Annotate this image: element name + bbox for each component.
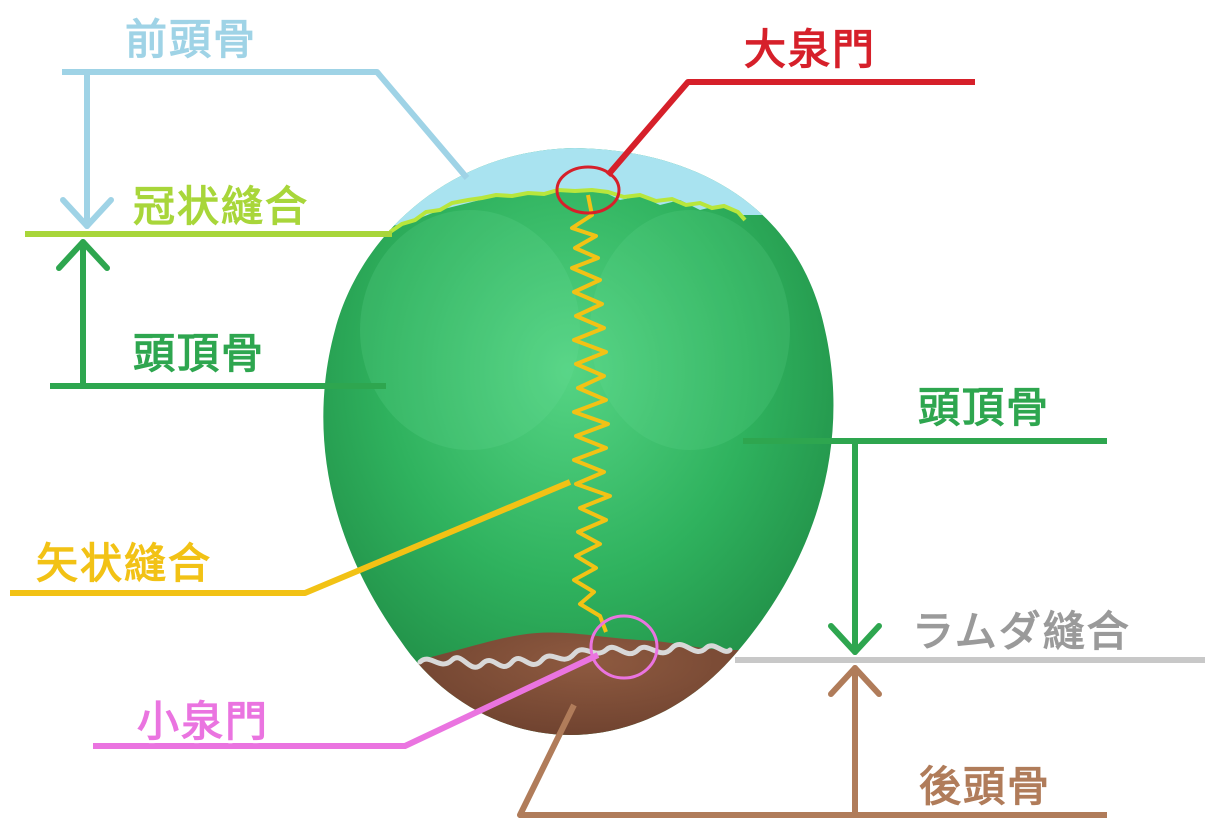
coronal-suture-line [388, 187, 747, 234]
parietal-right-down-arrow [828, 440, 882, 655]
occipital-bone-region [380, 632, 800, 735]
sagittal-suture-line [570, 194, 612, 633]
anterior-fontanelle-circle [555, 165, 621, 215]
parietal-bone-region [323, 148, 834, 735]
parietal-left-up-arrow [56, 239, 110, 387]
posterior-fontanelle-label: 小泉門 [137, 697, 269, 746]
sagittal-suture-label: 矢状縫合 [36, 539, 212, 588]
parietal-right-label: 頭頂骨 [918, 383, 1050, 432]
occipital-up-arrow [828, 665, 882, 816]
frontal-leader-line [62, 69, 470, 180]
parietal-left-label: 頭頂骨 [133, 329, 265, 378]
anterior-fontanelle-leader-line [605, 79, 975, 177]
occipital-label: 後頭骨 [919, 762, 1051, 811]
frontal-label: 前頭骨 [125, 15, 257, 64]
anterior-fontanelle-label: 大泉門 [744, 25, 876, 74]
posterior-fontanelle-leader-line [93, 652, 600, 749]
posterior-fontanelle-circle [589, 614, 659, 680]
lambdoid-suture-label: ラムダ縫合 [912, 607, 1131, 656]
lambdoid-suture-line [417, 642, 733, 670]
frontal-down-arrow [60, 71, 114, 229]
sagittal-suture-leader-line [10, 479, 572, 596]
coronal-suture-label: 冠状縫合 [133, 182, 309, 231]
occipital-leader-line [517, 703, 1107, 818]
